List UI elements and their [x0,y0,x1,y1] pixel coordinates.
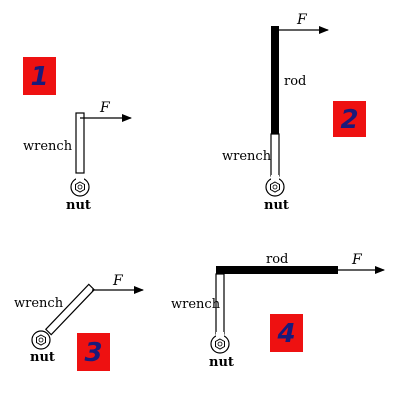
nut-label-3: nut [30,350,55,365]
nut-label-1: nut [66,198,91,213]
badge-3-number: 3 [84,338,102,368]
nut-label-2: nut [264,198,289,213]
wrench-1 [70,112,90,197]
nut-label-4: nut [209,355,234,370]
nut-icon [265,175,285,197]
badge-1-number: 1 [30,62,48,92]
rod-2 [271,26,279,134]
nut-icon [210,332,230,354]
force-label-4: F [351,252,363,268]
badge-4: 4 [270,314,303,352]
badge-2: 2 [333,101,366,137]
panel-1: 1 F wrench nut [23,57,132,213]
nut-icon [31,330,51,350]
badge-4-number: 4 [276,319,295,349]
wrench-label-3: wrench [14,296,64,311]
force-label-3: F [112,273,124,289]
force-label-2: F [296,12,308,28]
wrench-label-4: wrench [171,297,221,312]
panel-4: 4 F rod wrench nut [171,252,385,370]
badge-3: 3 [77,333,110,371]
rod-label-2: rod [284,74,306,89]
rod-label-4: rod [266,252,288,267]
wrench-label-2: wrench [222,149,272,164]
panel-2: 2 F rod wrench nut [222,12,366,213]
force-label-1: F [99,100,111,116]
badge-2-number: 2 [340,105,358,135]
rod-4 [216,266,338,274]
panel-3: 3 F wrench nut [14,273,144,371]
wrench-2 [265,133,285,197]
wrench-4 [210,273,230,354]
wrench-label-1: wrench [23,139,73,154]
nut-icon [70,175,90,197]
badge-1: 1 [23,57,56,95]
